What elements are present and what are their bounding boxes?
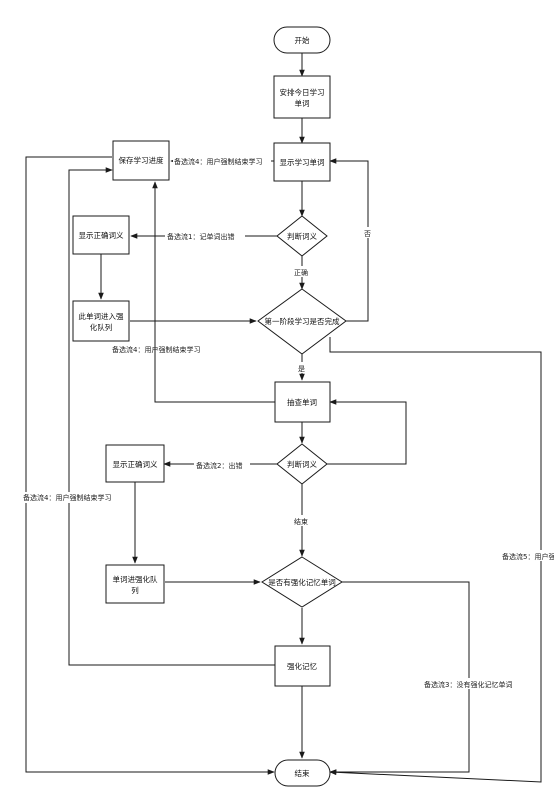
- label-correct: 正确: [294, 268, 308, 277]
- nodes: 开始 安排今日学习 单词 显示学习单词 保存学习进度 判断词义 显示正确词义 此…: [72, 26, 347, 787]
- stage-done-label: 第一阶段学习是否完成: [265, 316, 340, 326]
- queue1-box: [72, 300, 130, 342]
- queue2-box: [105, 564, 165, 604]
- spot-check-box: [274, 381, 331, 423]
- start-label: 开始: [295, 35, 310, 45]
- label-end-branch: 结束: [294, 517, 308, 526]
- edge-alt3-to-end: [329, 581, 470, 775]
- label-alt4-left: 备选流4：用户强制结束学习: [23, 493, 111, 502]
- has-reinforce-diamond: [261, 556, 343, 608]
- show-word-box: [273, 142, 331, 182]
- edge-save-to-end: [25, 156, 275, 775]
- arrange-words-label-1: 安排今日学习: [280, 87, 325, 97]
- show-word-label: 显示学习单词: [280, 157, 325, 167]
- queue2-label-2: 列: [131, 585, 139, 595]
- label-alt4-top: 备选流4：用户强制结束学习: [174, 157, 262, 166]
- judge2-label: 判断词义: [287, 459, 317, 469]
- judge1-diamond: [276, 215, 328, 257]
- reinforce-box: [274, 645, 331, 687]
- edge-labels: 备选流4：用户强制结束学习 备选流1：记单词出错 否 正确 备选流4：用户强制结…: [22, 155, 554, 689]
- end-terminal: [274, 759, 331, 787]
- label-yes: 是: [298, 365, 305, 373]
- judge1-label: 判断词义: [287, 231, 317, 241]
- arrange-words-box: [273, 75, 331, 119]
- reinforce-label: 强化记忆: [287, 661, 317, 671]
- save-progress-box: [112, 140, 170, 181]
- arrange-words-label-2: 单词: [295, 98, 310, 108]
- show-meaning2-box: [105, 444, 165, 483]
- spot-check-label: 抽查单词: [287, 397, 317, 407]
- start-terminal: [273, 26, 331, 54]
- queue2-label-1: 单词进强化队: [113, 574, 158, 584]
- edge-reinforce-to-save: [68, 167, 275, 666]
- queue1-label-1: 此单词进入强: [79, 311, 124, 321]
- show-meaning1-label: 显示正确词义: [79, 230, 124, 240]
- label-no: 否: [364, 230, 371, 238]
- show-meaning2-label: 显示正确词义: [113, 459, 158, 469]
- judge2-diamond: [276, 443, 328, 485]
- label-alt1: 备选流1：记单词出错: [167, 232, 234, 241]
- edges: [25, 53, 542, 783]
- label-alt4-middle: 备选流4：用户强制结束学习: [112, 345, 200, 354]
- edge-spot-check-to-save: [152, 181, 275, 403]
- has-reinforce-label: 是否有强化记忆单词: [268, 577, 336, 587]
- stage-done-diamond: [257, 288, 347, 355]
- label-alt3: 备选流3：没有强化记忆单词: [424, 680, 512, 689]
- label-alt5: 备选流5：用户强: [502, 552, 554, 561]
- end-label: 结束: [295, 768, 310, 778]
- edge-stage-done-no: [329, 158, 369, 322]
- edge-alt5-to-end: [329, 337, 542, 783]
- save-progress-label: 保存学习进度: [119, 155, 164, 165]
- show-meaning1-box: [72, 215, 130, 255]
- queue1-label-2: 化队列: [90, 322, 113, 332]
- edge-judge2-loop: [327, 399, 407, 465]
- label-alt2: 备选流2：出错: [196, 461, 242, 470]
